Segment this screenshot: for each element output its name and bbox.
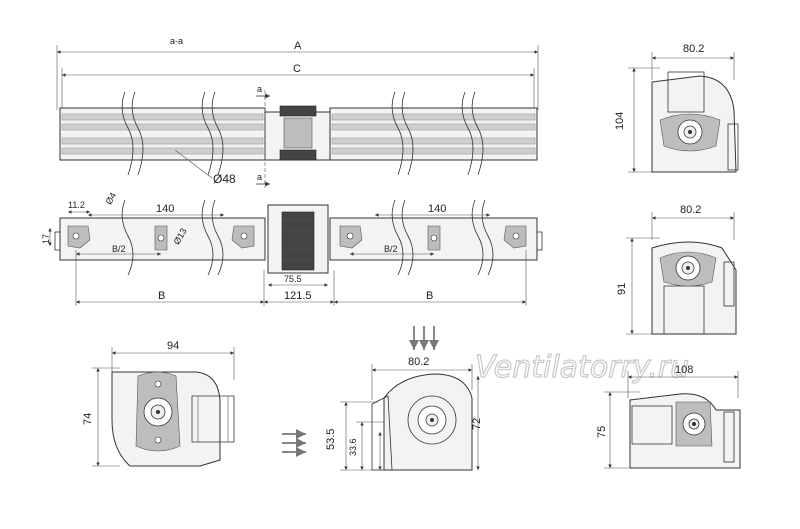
dim-offset: 11.2 [68,200,85,210]
section-label: a-a [170,36,183,46]
half-b-left: B/2 [112,244,126,254]
side3-terminal [723,411,735,463]
break-line [211,91,224,176]
dim-b-left: B [158,290,165,302]
side1-outlet [667,71,705,113]
impeller-fin [61,123,264,131]
bc-outlet-flange [371,395,393,471]
side1-width: 80.2 [683,43,704,55]
side2-width: 80.2 [680,204,701,216]
top-view: a-a A C a a [56,36,539,188]
bc-height: 72 [471,418,483,430]
diameter-label: Ø48 [213,172,236,186]
end-cap-left [54,231,61,251]
cut-mark-top: a [257,84,262,94]
impeller-fin [331,137,536,145]
side-view-1: 80.2 104 [614,43,739,173]
side3-width: 108 [675,364,693,376]
dim-label-c: C [293,63,301,75]
bl-outlet [191,395,235,443]
impeller-fin [331,123,536,131]
watermark-text: Ventilatorry.ru [475,350,689,385]
motor-core [283,117,313,149]
hole-pitch-right: 140 [428,203,446,215]
break-line [401,199,414,276]
break-line [131,91,144,176]
end-cap-right [536,231,543,251]
side3-outlet [631,405,673,445]
break-line [401,91,414,176]
break-line [461,91,474,176]
motor-width: 75.5 [284,274,302,284]
motor-winding-top [279,105,317,117]
side2-terminal [723,261,735,307]
motor-winding-bottom [279,149,317,161]
side3-height: 75 [596,426,608,438]
motor-winding [281,211,315,271]
impeller-fin [61,137,264,145]
break-line [391,91,404,176]
dim-b-right: B [426,290,433,302]
impeller-fin [331,147,536,155]
side-view-2: 80.2 91 [616,204,737,335]
impeller-fin [61,147,264,155]
hole-pitch-left: 140 [156,203,174,215]
front-view: 11.2 17 Ø4 140 140 Ø13 B/2 B/2 75.5 B 12… [41,191,543,306]
hole-diameter: Ø4 [104,191,119,206]
bc-width: 80.2 [408,356,429,368]
bl-height: 74 [82,413,94,425]
side2-height: 91 [616,283,628,295]
bl-width: 94 [167,340,179,352]
bc-outlet-mid: 33.6 [348,438,358,456]
break-line [121,199,134,276]
diameter-leader [174,149,213,179]
break-line [471,199,484,276]
break-line [391,199,404,276]
bc-impeller-outer [407,395,457,445]
dim-label-a: A [294,40,302,52]
break-line [201,91,214,176]
dim-height: 17 [41,234,51,244]
bottom-left-view: 94 74 [82,340,235,467]
impeller-fin [331,113,536,121]
break-line [211,199,224,276]
impeller-fin [61,113,264,121]
bc-outlet-height: 53.5 [325,429,337,450]
break-line [201,199,214,276]
break-line [471,91,484,176]
bottom-center-view: 80.2 72 53.5 33.6 30 [282,326,483,471]
half-b-right: B/2 [384,244,398,254]
cut-mark-bottom: a [257,172,262,182]
break-line [481,199,494,276]
side1-height: 104 [614,112,626,130]
side1-terminal [727,123,739,171]
side-view-3: 108 75 [596,364,741,469]
break-line [121,91,134,176]
center-width: 121.5 [284,290,312,302]
